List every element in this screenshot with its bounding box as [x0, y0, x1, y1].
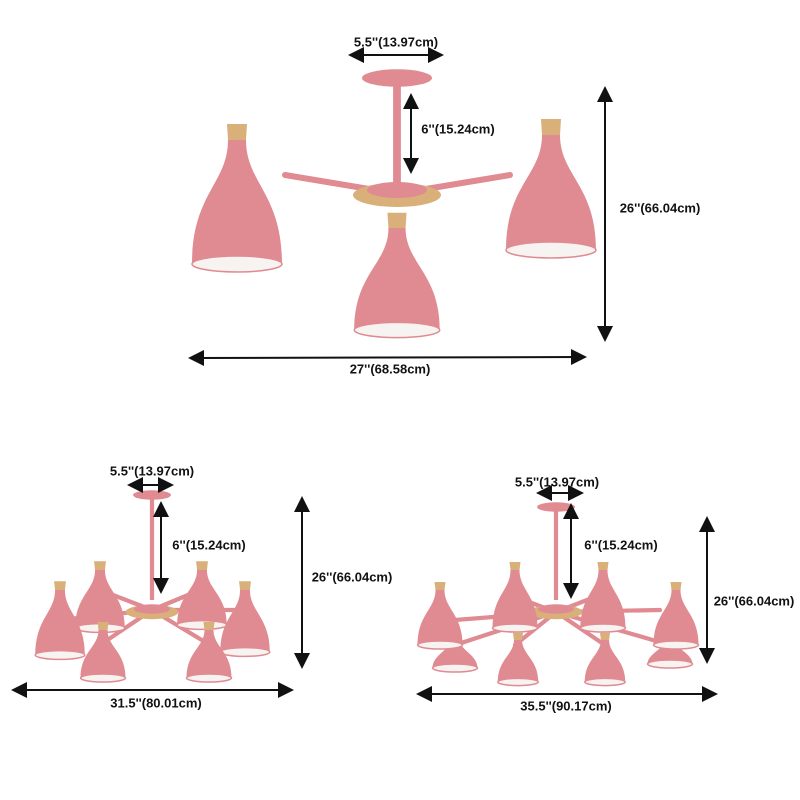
v3-shade-5-wood-cap — [512, 632, 524, 640]
v3-shade-5 — [497, 640, 539, 682]
v1-arm-right — [417, 172, 513, 193]
v2-canopy — [133, 490, 171, 500]
v2-shade-2-wood-cap — [196, 561, 208, 570]
variant1-width-label: 27''(68.58cm) — [349, 361, 431, 377]
v1-shade-right-opening — [505, 241, 597, 259]
v1-shade-center-opening — [353, 321, 441, 339]
variant2-rod-length-label: 6''(15.24cm) — [172, 537, 246, 553]
v1-hub-cover — [367, 182, 427, 198]
variant2-width-label: 31.5''(80.01cm) — [110, 695, 202, 711]
v3-shade-3-wood-cap — [434, 582, 446, 590]
v3-shade-4-wood-cap — [670, 582, 682, 590]
v1-shade-center-wood-cap — [387, 212, 407, 228]
v3-hub-cover — [538, 604, 574, 614]
v3-shade-2-wood-cap — [597, 562, 609, 570]
variant3-rod-length-label: 6''(15.24cm) — [584, 537, 658, 553]
v1-shade-left-wood-cap — [227, 124, 247, 140]
v2-shade-6 — [186, 630, 232, 678]
v2-shade-3-opening — [34, 649, 86, 661]
v3-canopy — [537, 502, 575, 512]
variant1-height-label: 26''(66.04cm) — [619, 200, 701, 216]
v1-canopy — [362, 69, 432, 87]
v1-shade-right-wood-cap — [541, 119, 561, 135]
v2-shade-4 — [220, 590, 270, 652]
v1-shade-center — [354, 228, 440, 330]
variant3-height-label: 26''(66.04cm) — [713, 593, 795, 609]
v2-shade-6-wood-cap — [203, 622, 215, 630]
v3-shade-4 — [653, 590, 699, 645]
v2-shade-5 — [80, 630, 126, 678]
v3-shade-6-wood-cap — [599, 632, 611, 640]
v1-arm-left — [282, 172, 378, 193]
v3-shade-4-opening — [652, 640, 700, 650]
variant3-width-label: 35.5''(90.17cm) — [520, 698, 612, 714]
v1-shade-left-opening — [191, 255, 283, 273]
v2-shade-1 — [75, 570, 125, 628]
v3-shade-2-opening — [579, 623, 627, 633]
v3-shade-3 — [417, 590, 463, 645]
v1-shade-right — [506, 135, 596, 250]
v3-shade-back-right-opening — [646, 659, 694, 669]
v3-shade-2 — [580, 570, 626, 628]
v2-shade-3-wood-cap — [54, 581, 66, 590]
v2-hub-cover — [134, 604, 170, 614]
v1-shade-left — [192, 140, 282, 264]
variant1-rod-length-label: 6''(15.24cm) — [421, 121, 495, 137]
v3-shade-back-left-opening — [431, 663, 479, 673]
variant3-canopy-width-label: 5.5''(13.97cm) — [514, 474, 600, 490]
v3-shade-5-opening — [497, 677, 539, 687]
v3-shade-back-right — [647, 640, 693, 664]
v2-shade-3 — [35, 590, 85, 655]
v2-shade-1-wood-cap — [94, 561, 106, 570]
variant1-canopy-width-label: 5.5''(13.97cm) — [353, 34, 439, 50]
v2-shade-5-wood-cap — [97, 622, 109, 630]
variant2-canopy-width-label: 5.5''(13.97cm) — [109, 463, 195, 479]
v3-shade-6-opening — [584, 677, 626, 687]
v2-shade-2-opening — [176, 619, 228, 631]
v2-shade-6-opening — [185, 673, 233, 683]
v2-shade-4-opening — [219, 646, 271, 658]
v2-shade-4-wood-cap — [239, 581, 251, 590]
v1-width-arrow — [188, 349, 587, 366]
v3-shade-1-opening — [491, 623, 539, 633]
v3-shade-back-left — [432, 640, 478, 668]
v3-shade-3-opening — [416, 640, 464, 650]
v2-shade-5-opening — [79, 673, 127, 683]
v3-shade-1-wood-cap — [509, 562, 521, 570]
v3-shade-1 — [492, 570, 538, 628]
v2-shade-2 — [177, 570, 227, 625]
v3-shade-6 — [584, 640, 626, 682]
variant2-height-label: 26''(66.04cm) — [311, 569, 393, 585]
